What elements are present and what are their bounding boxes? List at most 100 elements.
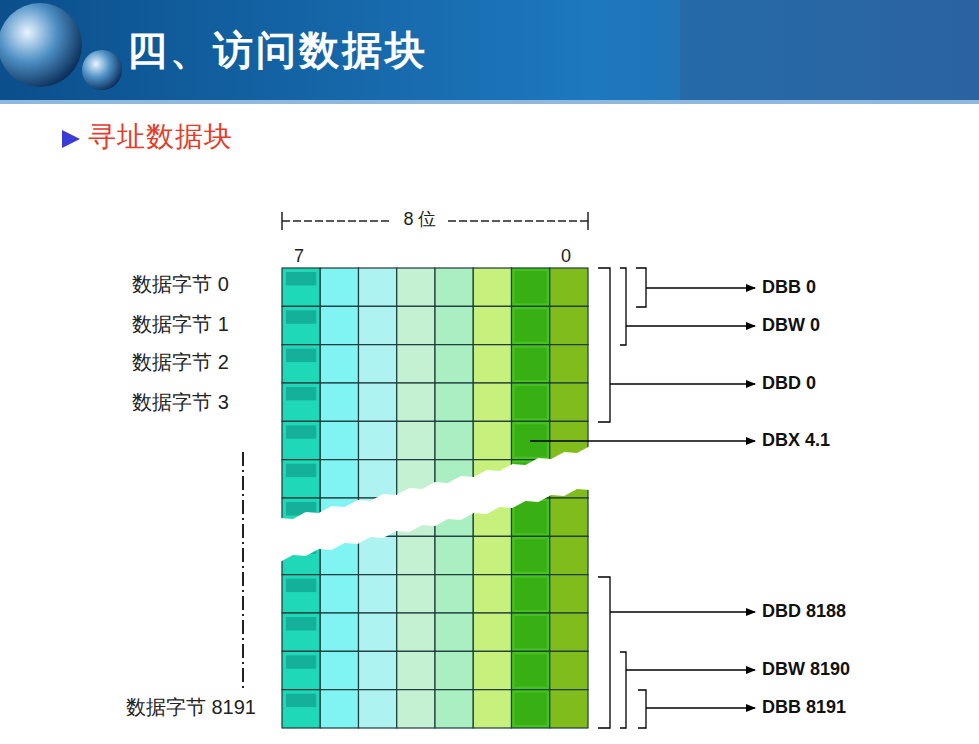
address-label: DBX 4.1 bbox=[762, 430, 830, 451]
bit-cell bbox=[397, 613, 435, 651]
bit-cell bbox=[512, 651, 550, 689]
bit-cell bbox=[282, 345, 320, 383]
subtitle: 寻址数据块 bbox=[88, 121, 233, 153]
bit-cell bbox=[473, 268, 511, 306]
bullet-arrow bbox=[62, 130, 80, 148]
address-label: DBB 8191 bbox=[762, 697, 846, 718]
bit-cell bbox=[282, 306, 320, 344]
bit-cell bbox=[435, 536, 473, 574]
bit-cell bbox=[435, 268, 473, 306]
bit-cell bbox=[550, 536, 588, 574]
bit-cell bbox=[550, 690, 588, 728]
bit-cell bbox=[550, 575, 588, 613]
bit-cell bbox=[550, 383, 588, 421]
bit-cell bbox=[359, 690, 397, 728]
bit-cell bbox=[359, 421, 397, 459]
bit-cell bbox=[397, 383, 435, 421]
bit-cell bbox=[397, 575, 435, 613]
bit-number: 7 bbox=[294, 246, 304, 267]
bit-cell bbox=[397, 690, 435, 728]
bit-cell bbox=[397, 651, 435, 689]
bit-cell bbox=[397, 345, 435, 383]
bit-cell bbox=[512, 345, 550, 383]
address-label: DBW 8190 bbox=[762, 659, 850, 680]
bit-cell bbox=[550, 345, 588, 383]
bit-cell bbox=[435, 690, 473, 728]
bit-cell bbox=[473, 651, 511, 689]
sphere bbox=[0, 3, 82, 87]
sphere bbox=[82, 50, 122, 90]
bit-cell bbox=[435, 383, 473, 421]
bit-cell bbox=[435, 421, 473, 459]
address-label: DBW 0 bbox=[762, 315, 820, 336]
bit-cell bbox=[320, 651, 358, 689]
header-bar bbox=[0, 0, 979, 100]
byte-label: 数据字节 0 bbox=[132, 273, 229, 296]
bit-cell bbox=[550, 306, 588, 344]
bit-cell bbox=[550, 498, 588, 536]
bit-cell bbox=[320, 613, 358, 651]
bit-cell bbox=[282, 690, 320, 728]
bit-cell bbox=[359, 306, 397, 344]
slide-title: 四、访问数据块 bbox=[127, 28, 428, 74]
bit-cell bbox=[359, 460, 397, 498]
bit-cell bbox=[320, 421, 358, 459]
bit-cell bbox=[512, 613, 550, 651]
bit-cell bbox=[512, 383, 550, 421]
bit-cell bbox=[435, 651, 473, 689]
bit-cell bbox=[473, 306, 511, 344]
bit-cell bbox=[320, 268, 358, 306]
bit-cell bbox=[397, 268, 435, 306]
address-label: DBD 8188 bbox=[762, 601, 846, 622]
address-label: DBB 0 bbox=[762, 277, 816, 298]
bit-cell bbox=[397, 421, 435, 459]
bit-cell bbox=[320, 345, 358, 383]
brackets bbox=[598, 268, 646, 728]
bit-cell bbox=[282, 383, 320, 421]
bit-cell bbox=[359, 651, 397, 689]
bit-cell bbox=[320, 460, 358, 498]
bit-cell bbox=[320, 306, 358, 344]
bit-cell bbox=[512, 306, 550, 344]
bit-cell bbox=[320, 575, 358, 613]
bit-cell bbox=[473, 536, 511, 574]
byte-label: 数据字节 3 bbox=[132, 391, 229, 414]
bit-cell bbox=[282, 268, 320, 306]
bit-cell bbox=[435, 306, 473, 344]
bit-cell bbox=[473, 575, 511, 613]
break-gap bbox=[280, 446, 590, 562]
bit-cell bbox=[512, 690, 550, 728]
byte-label: 数据字节 2 bbox=[132, 351, 229, 374]
bit-cell bbox=[397, 306, 435, 344]
bit-cell bbox=[550, 651, 588, 689]
bit-number: 0 bbox=[561, 246, 571, 267]
bit-cell bbox=[359, 383, 397, 421]
bit-cell bbox=[282, 651, 320, 689]
bit-cell bbox=[435, 575, 473, 613]
bit-cell bbox=[550, 268, 588, 306]
byte-label: 数据字节 8191 bbox=[126, 696, 256, 719]
bit-cell bbox=[473, 613, 511, 651]
bit-cell bbox=[359, 345, 397, 383]
bit-cell bbox=[320, 690, 358, 728]
bit-cell bbox=[359, 536, 397, 574]
bit-cell bbox=[512, 575, 550, 613]
bit-cell bbox=[473, 383, 511, 421]
bit-cell bbox=[512, 536, 550, 574]
bit-cell bbox=[397, 536, 435, 574]
bit-cell bbox=[512, 268, 550, 306]
bit-cell bbox=[282, 421, 320, 459]
bit-cell bbox=[359, 268, 397, 306]
bit-cell bbox=[282, 575, 320, 613]
bit-cell bbox=[359, 613, 397, 651]
bit-cell bbox=[435, 613, 473, 651]
bit-cell bbox=[320, 383, 358, 421]
byte-label: 数据字节 1 bbox=[132, 313, 229, 336]
bit-cell bbox=[359, 575, 397, 613]
bit-cell bbox=[282, 613, 320, 651]
bit-cell bbox=[435, 345, 473, 383]
bit-cell bbox=[473, 345, 511, 383]
address-label: DBD 0 bbox=[762, 373, 816, 394]
bit-width: 8 位 bbox=[403, 209, 436, 230]
